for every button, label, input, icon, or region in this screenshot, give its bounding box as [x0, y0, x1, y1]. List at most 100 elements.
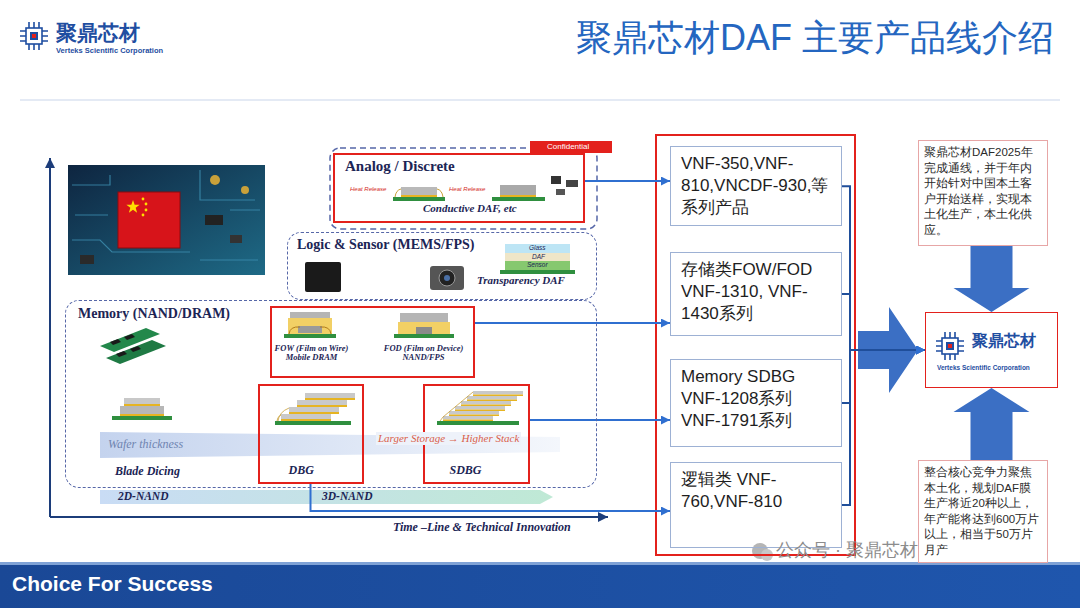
memory-parts: [130, 346, 141, 352]
text-anchor: Transparency DAF: [477, 274, 565, 287]
pcb-photo: [126, 200, 139, 213]
pcb-photo: [142, 198, 145, 201]
dbg-stack-picture: [275, 393, 355, 425]
pcb-photo: [68, 165, 265, 275]
sdbg-stack-picture: [437, 421, 519, 425]
pcb-photo: [72, 170, 260, 260]
node-text: Memory SDBG VNF-1208系列 VNF-1791系列: [681, 366, 831, 432]
film-on-wire-picture: [289, 327, 331, 334]
memory-parts: [120, 414, 164, 416]
label-text: Heat Release: [449, 186, 485, 193]
logo-icon: [20, 22, 48, 50]
logo-box: 聚鼎芯材 Verteks Scientific Corporation: [925, 312, 1058, 388]
label-anchor: Confidential: [547, 142, 589, 152]
analog-region: [530, 141, 612, 153]
flow-arrow: [842, 186, 925, 350]
label-text: Sensor: [527, 262, 548, 269]
product-box: 存储类FOW/FOD VNF-1310, VNF-1430系列: [670, 252, 842, 336]
pcb-photo: [230, 235, 242, 243]
pcb-photo: [241, 186, 249, 194]
wafer-thickness-band: [100, 432, 560, 458]
pcb-photo: [210, 175, 220, 185]
dbg-stack-picture: [305, 393, 355, 398]
page-title: 聚鼎芯材DAF 主要产品线介绍: [576, 17, 1054, 58]
memory-parts: [124, 398, 160, 404]
analog-region: [401, 195, 437, 197]
node-text: DBG: [289, 464, 314, 478]
pcb-photo: [118, 192, 180, 248]
process-box: DBG: [258, 384, 364, 484]
pcb-photo: [145, 203, 148, 206]
label-text: Blade Dicing: [115, 465, 180, 479]
label-text: Wafer thickness: [108, 438, 183, 452]
flow-arrow: [530, 419, 671, 421]
node-text: 聚鼎芯材: [972, 332, 1036, 350]
memory-parts: [110, 339, 121, 345]
sdbg-stack-picture: [467, 396, 517, 400]
label-anchor: 2D-NAND: [118, 490, 168, 503]
sdbg-stack-picture: [455, 406, 505, 410]
label-text: Glass: [529, 245, 546, 252]
label-text: DAF: [532, 254, 545, 261]
film-on-wire-picture: [298, 326, 322, 333]
logic-parts: [305, 262, 341, 292]
label-text: Confidential: [547, 142, 589, 152]
dbg-stack-picture: [305, 398, 355, 400]
film-on-wire-picture: [416, 327, 432, 334]
wafer-thickness-band: [100, 490, 553, 504]
label-anchor: 3D-NAND: [322, 490, 372, 503]
sdbg-stack-picture: [473, 395, 523, 397]
text-anchor: Memory (NAND/DRAM): [78, 306, 230, 322]
analog-region: [393, 197, 445, 201]
analog-region: [556, 189, 565, 195]
logo-icon: [942, 338, 958, 354]
node-text: VNF-350,VNF-810,VNCDF-930,等系列产品: [681, 153, 831, 219]
label-anchor: Verteks Scientific Corporation: [56, 47, 163, 56]
chart-axis: [49, 158, 51, 517]
sdbg-stack-picture: [440, 392, 473, 421]
node-text: 整合核心竞争力聚焦本土化，规划DAF膜生产将近20种以上，年产能将达到600万片…: [924, 465, 1042, 558]
film-on-wire-picture: [290, 312, 330, 318]
node-text: Verteks Scientific Corporation: [937, 364, 1030, 371]
label-text: 2D-NAND: [118, 490, 168, 503]
film-on-wire-picture: [288, 318, 332, 334]
node-text: Transparency DAF: [477, 274, 565, 287]
block-arrow: [954, 246, 1030, 312]
logo-icon: [936, 332, 964, 360]
dbg-stack-picture: [289, 412, 339, 414]
text-anchor: 聚鼎芯材: [972, 332, 1036, 350]
block-arrow: [954, 388, 1030, 460]
node-text: Logic & Sensor (MEMS/FPS): [297, 237, 474, 253]
logic-parts: [505, 253, 570, 261]
label-text: Time –Line & Technical Innovation: [393, 521, 571, 535]
flow-arrow: [842, 350, 925, 505]
chart-axis: [50, 516, 608, 518]
product-group-frame: [656, 135, 918, 555]
label-text: Heat Release: [350, 186, 386, 193]
memory-parts: [124, 334, 135, 340]
node-text: FOD (Film on Device) NAND/FPS: [378, 344, 470, 364]
analog-region: [492, 197, 545, 201]
text-anchor: Analog / Discrete: [345, 158, 455, 175]
sdbg-stack-picture: [449, 411, 499, 415]
flow-arrow: [475, 322, 671, 324]
logic-parts: [430, 266, 464, 290]
note-box: 整合核心竞争力聚焦本土化，规划DAF膜生产将近20种以上，年产能将达到600万片…: [918, 460, 1048, 563]
logo-icon: [30, 32, 38, 40]
wafer-thickness-band: [100, 432, 560, 504]
flow-arrow: [842, 350, 925, 403]
dbg-stack-picture: [297, 405, 347, 407]
sdbg-stack-picture: [461, 405, 511, 407]
sdbg-stack-picture: [461, 401, 511, 405]
text-anchor: DBG: [289, 464, 314, 478]
label-text: 公众号 · 聚鼎芯材: [776, 540, 918, 561]
logo-icon: [946, 342, 954, 350]
node-text: 存储类FOW/FOD VNF-1310, VNF-1430系列: [681, 259, 831, 325]
product-group-frame: [656, 135, 855, 555]
sdbg-stack-picture: [443, 420, 493, 422]
label-text: Choice For Success: [12, 572, 213, 596]
note-box: 聚鼎芯材DAF2025年完成通线，并于年内开始针对中国本土客户开始送样，实现本土…: [918, 140, 1048, 246]
analog-region: [330, 148, 597, 229]
memory-parts: [112, 416, 172, 420]
